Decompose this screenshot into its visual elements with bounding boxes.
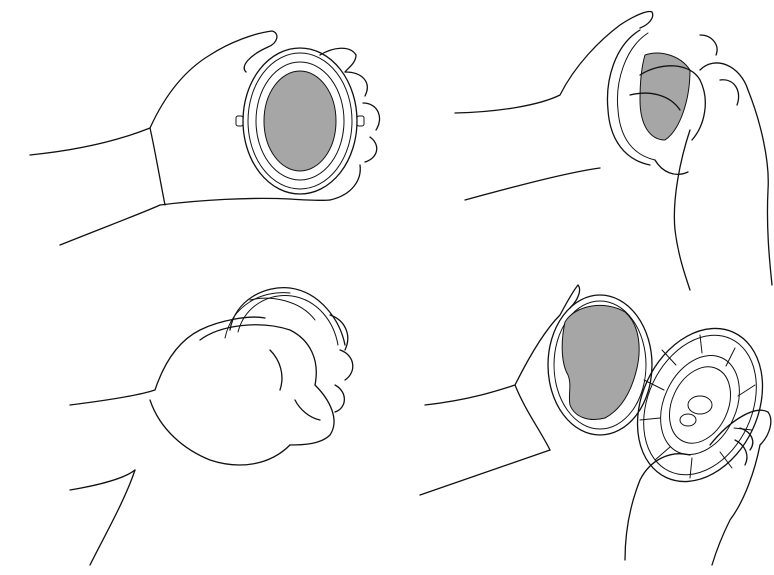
earcup-1 [235, 47, 365, 195]
ear-pad-4 [561, 304, 640, 420]
ear-pad-1 [263, 70, 337, 172]
hand-left-4 [419, 284, 581, 496]
hand-right-3 [199, 314, 354, 446]
earcup-4 [547, 294, 653, 436]
hand-left-2 [454, 10, 654, 201]
ear-pad-2 [639, 52, 691, 141]
hand-right-2 [629, 34, 773, 291]
hand-left-3 [69, 316, 291, 566]
earcup-3 [224, 286, 346, 346]
hand-right-4 [624, 409, 772, 566]
panel-step-3 [69, 286, 354, 566]
panel-step-2 [454, 10, 773, 291]
panel-step-1 [29, 30, 381, 246]
panel-step-4 [419, 284, 772, 566]
hand-left [29, 30, 381, 246]
earcup-2 [606, 29, 691, 166]
inner-ring [636, 327, 764, 483]
